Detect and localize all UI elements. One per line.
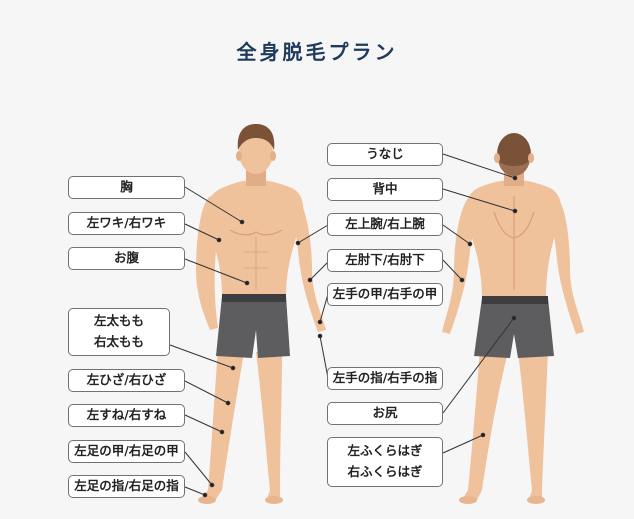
front-chest-shading <box>229 229 283 236</box>
front-waistband <box>222 294 286 302</box>
front-right-arm <box>292 196 326 332</box>
dot-belly <box>244 280 250 286</box>
leader-back <box>442 188 516 212</box>
leader-calf <box>442 434 484 454</box>
label-calf[interactable]: 左ふくらはぎ 右ふくらはぎ <box>327 437 443 487</box>
label-hand-back[interactable]: 左手の甲/右手の甲 <box>327 283 443 306</box>
leader-nape <box>442 153 516 179</box>
label-forearm[interactable]: 左肘下/右肘下 <box>327 249 443 272</box>
back-hair-lower <box>498 160 530 176</box>
leader-fingers <box>319 335 329 379</box>
dot-chest <box>239 219 245 225</box>
label-toes[interactable]: 左足の指/右足の指 <box>68 475 185 498</box>
front-shorts <box>216 296 290 358</box>
front-figure <box>196 124 326 504</box>
leader-buttocks <box>442 317 515 414</box>
label-thigh[interactable]: 左太もも 右太もも <box>68 308 170 356</box>
front-left-foot <box>198 496 216 504</box>
leader-belly <box>184 258 248 284</box>
label-buttocks[interactable]: お尻 <box>327 402 443 425</box>
back-right-arm <box>550 196 584 334</box>
leader-armpit <box>184 223 220 241</box>
label-thigh-left: 左太もも <box>93 313 144 329</box>
back-right-ear <box>528 153 534 163</box>
front-torso <box>205 180 304 298</box>
front-head <box>239 132 273 174</box>
front-right-leg <box>256 350 282 502</box>
label-calf-left: 左ふくらはぎ <box>347 443 423 459</box>
label-knee[interactable]: 左ひざ/右ひざ <box>68 369 185 392</box>
dot-foot-top <box>209 482 215 488</box>
front-left-leg <box>200 350 244 502</box>
dot-buttocks <box>511 315 517 321</box>
dot-knee <box>225 400 231 406</box>
leader-upper-arm-back <box>442 224 471 245</box>
leader-upper-arm-front <box>297 224 329 244</box>
dot-thigh <box>230 365 236 371</box>
leader-foot-top <box>184 451 213 486</box>
dot-armpit <box>216 237 222 243</box>
dot-hand-back <box>317 319 323 325</box>
label-thigh-right: 右太もも <box>93 334 144 349</box>
front-right-foot <box>265 496 283 504</box>
leader-forearm-back <box>442 259 463 281</box>
front-right-ear <box>270 151 276 161</box>
dot-back <box>512 208 518 214</box>
dot-calf <box>480 432 486 438</box>
back-waistband <box>482 296 548 304</box>
leader-shin <box>184 414 223 433</box>
dot-forearm-back <box>459 277 465 283</box>
label-belly[interactable]: お腹 <box>68 247 185 270</box>
dot-toes <box>202 492 208 498</box>
label-back[interactable]: 背中 <box>327 178 443 201</box>
leader-toes <box>184 486 206 496</box>
dot-upper-arm-back <box>467 241 473 247</box>
leader-knee <box>184 380 229 404</box>
leader-forearm-front <box>309 261 329 281</box>
dot-shin <box>219 429 225 435</box>
front-hair <box>237 124 275 150</box>
back-shorts <box>474 298 554 358</box>
dot-nape <box>512 175 518 181</box>
label-foot-top[interactable]: 左足の甲/右足の甲 <box>68 440 185 463</box>
page-title: 全身脱毛プラン <box>236 40 398 64</box>
back-left-leg <box>462 350 508 502</box>
dot-forearm-front <box>307 277 313 283</box>
front-left-ear <box>236 151 242 161</box>
label-chest[interactable]: 胸 <box>68 176 185 199</box>
back-figure <box>442 133 584 504</box>
label-calf-right: 右ふくらはぎ <box>347 464 423 479</box>
label-armpit[interactable]: 左ワキ/右ワキ <box>68 212 185 235</box>
leader-thigh <box>169 344 234 369</box>
front-abs-shading <box>244 236 268 290</box>
back-left-arm <box>442 196 478 334</box>
back-right-leg <box>518 350 548 502</box>
back-left-ear <box>494 153 500 163</box>
label-shin[interactable]: 左すね/右すね <box>68 404 185 427</box>
leader-hand-back <box>319 293 329 323</box>
leader-chest <box>184 186 243 223</box>
label-nape[interactable]: うなじ <box>327 143 443 166</box>
back-left-foot <box>459 496 477 504</box>
back-right-foot <box>527 496 545 504</box>
label-upper-arm[interactable]: 左上腕/右上腕 <box>327 213 443 236</box>
label-fingers[interactable]: 左手の指/右手の指 <box>327 367 443 390</box>
back-torso <box>465 180 562 300</box>
dot-fingers <box>317 333 323 339</box>
dot-upper-arm-front <box>295 240 301 246</box>
back-head <box>497 133 531 175</box>
